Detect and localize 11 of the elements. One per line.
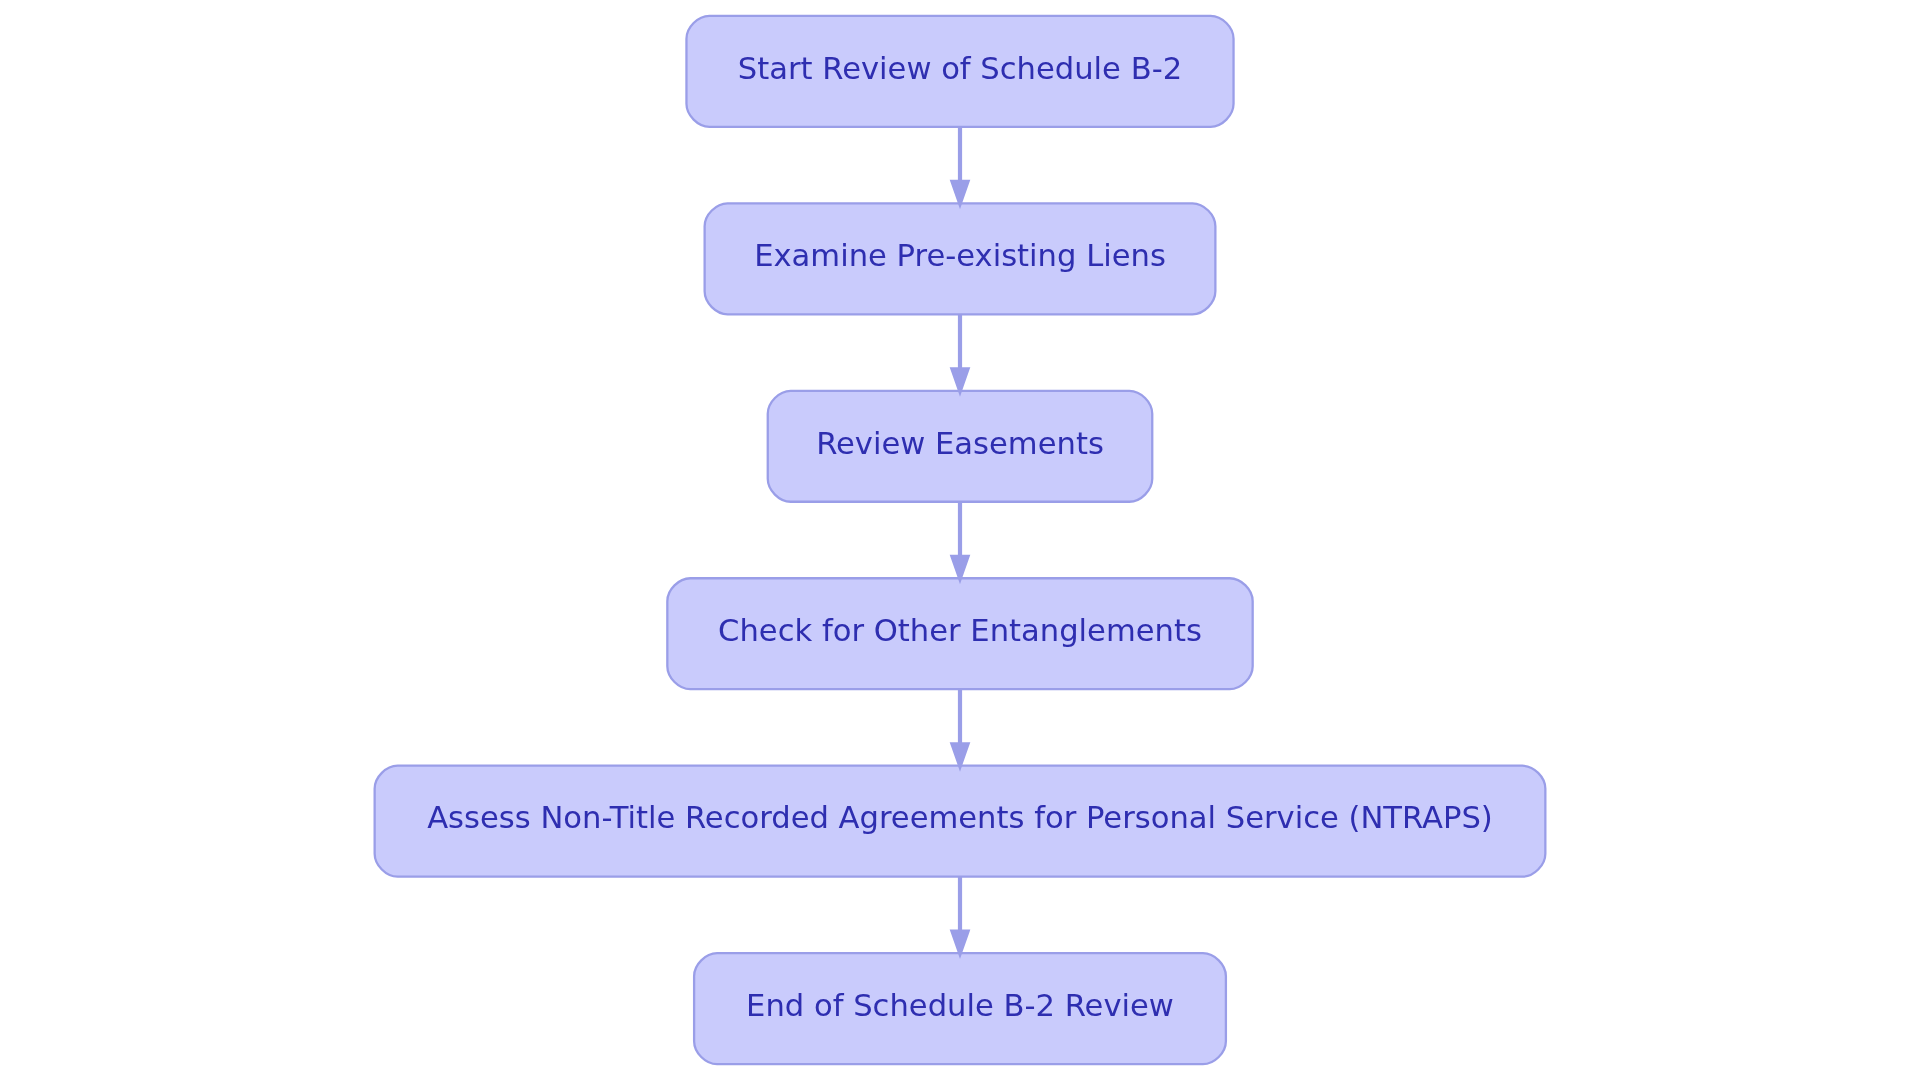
arrow [949,314,971,397]
node-box: Review Easements [766,389,1154,503]
arrow [949,689,971,772]
node-box: Start Review of Schedule B-2 [685,14,1235,128]
node-box: Check for Other Entanglements [666,577,1254,691]
node-box: Assess Non-Title Recorded Agreements for Personal Service (NTRAPS) [373,764,1547,878]
arrow [949,126,971,210]
node-box: End of Schedule B-2 Review [692,952,1228,1066]
node-box: Examine Pre-existing Liens [703,202,1217,316]
arrow [949,501,971,585]
arrow [949,876,971,960]
